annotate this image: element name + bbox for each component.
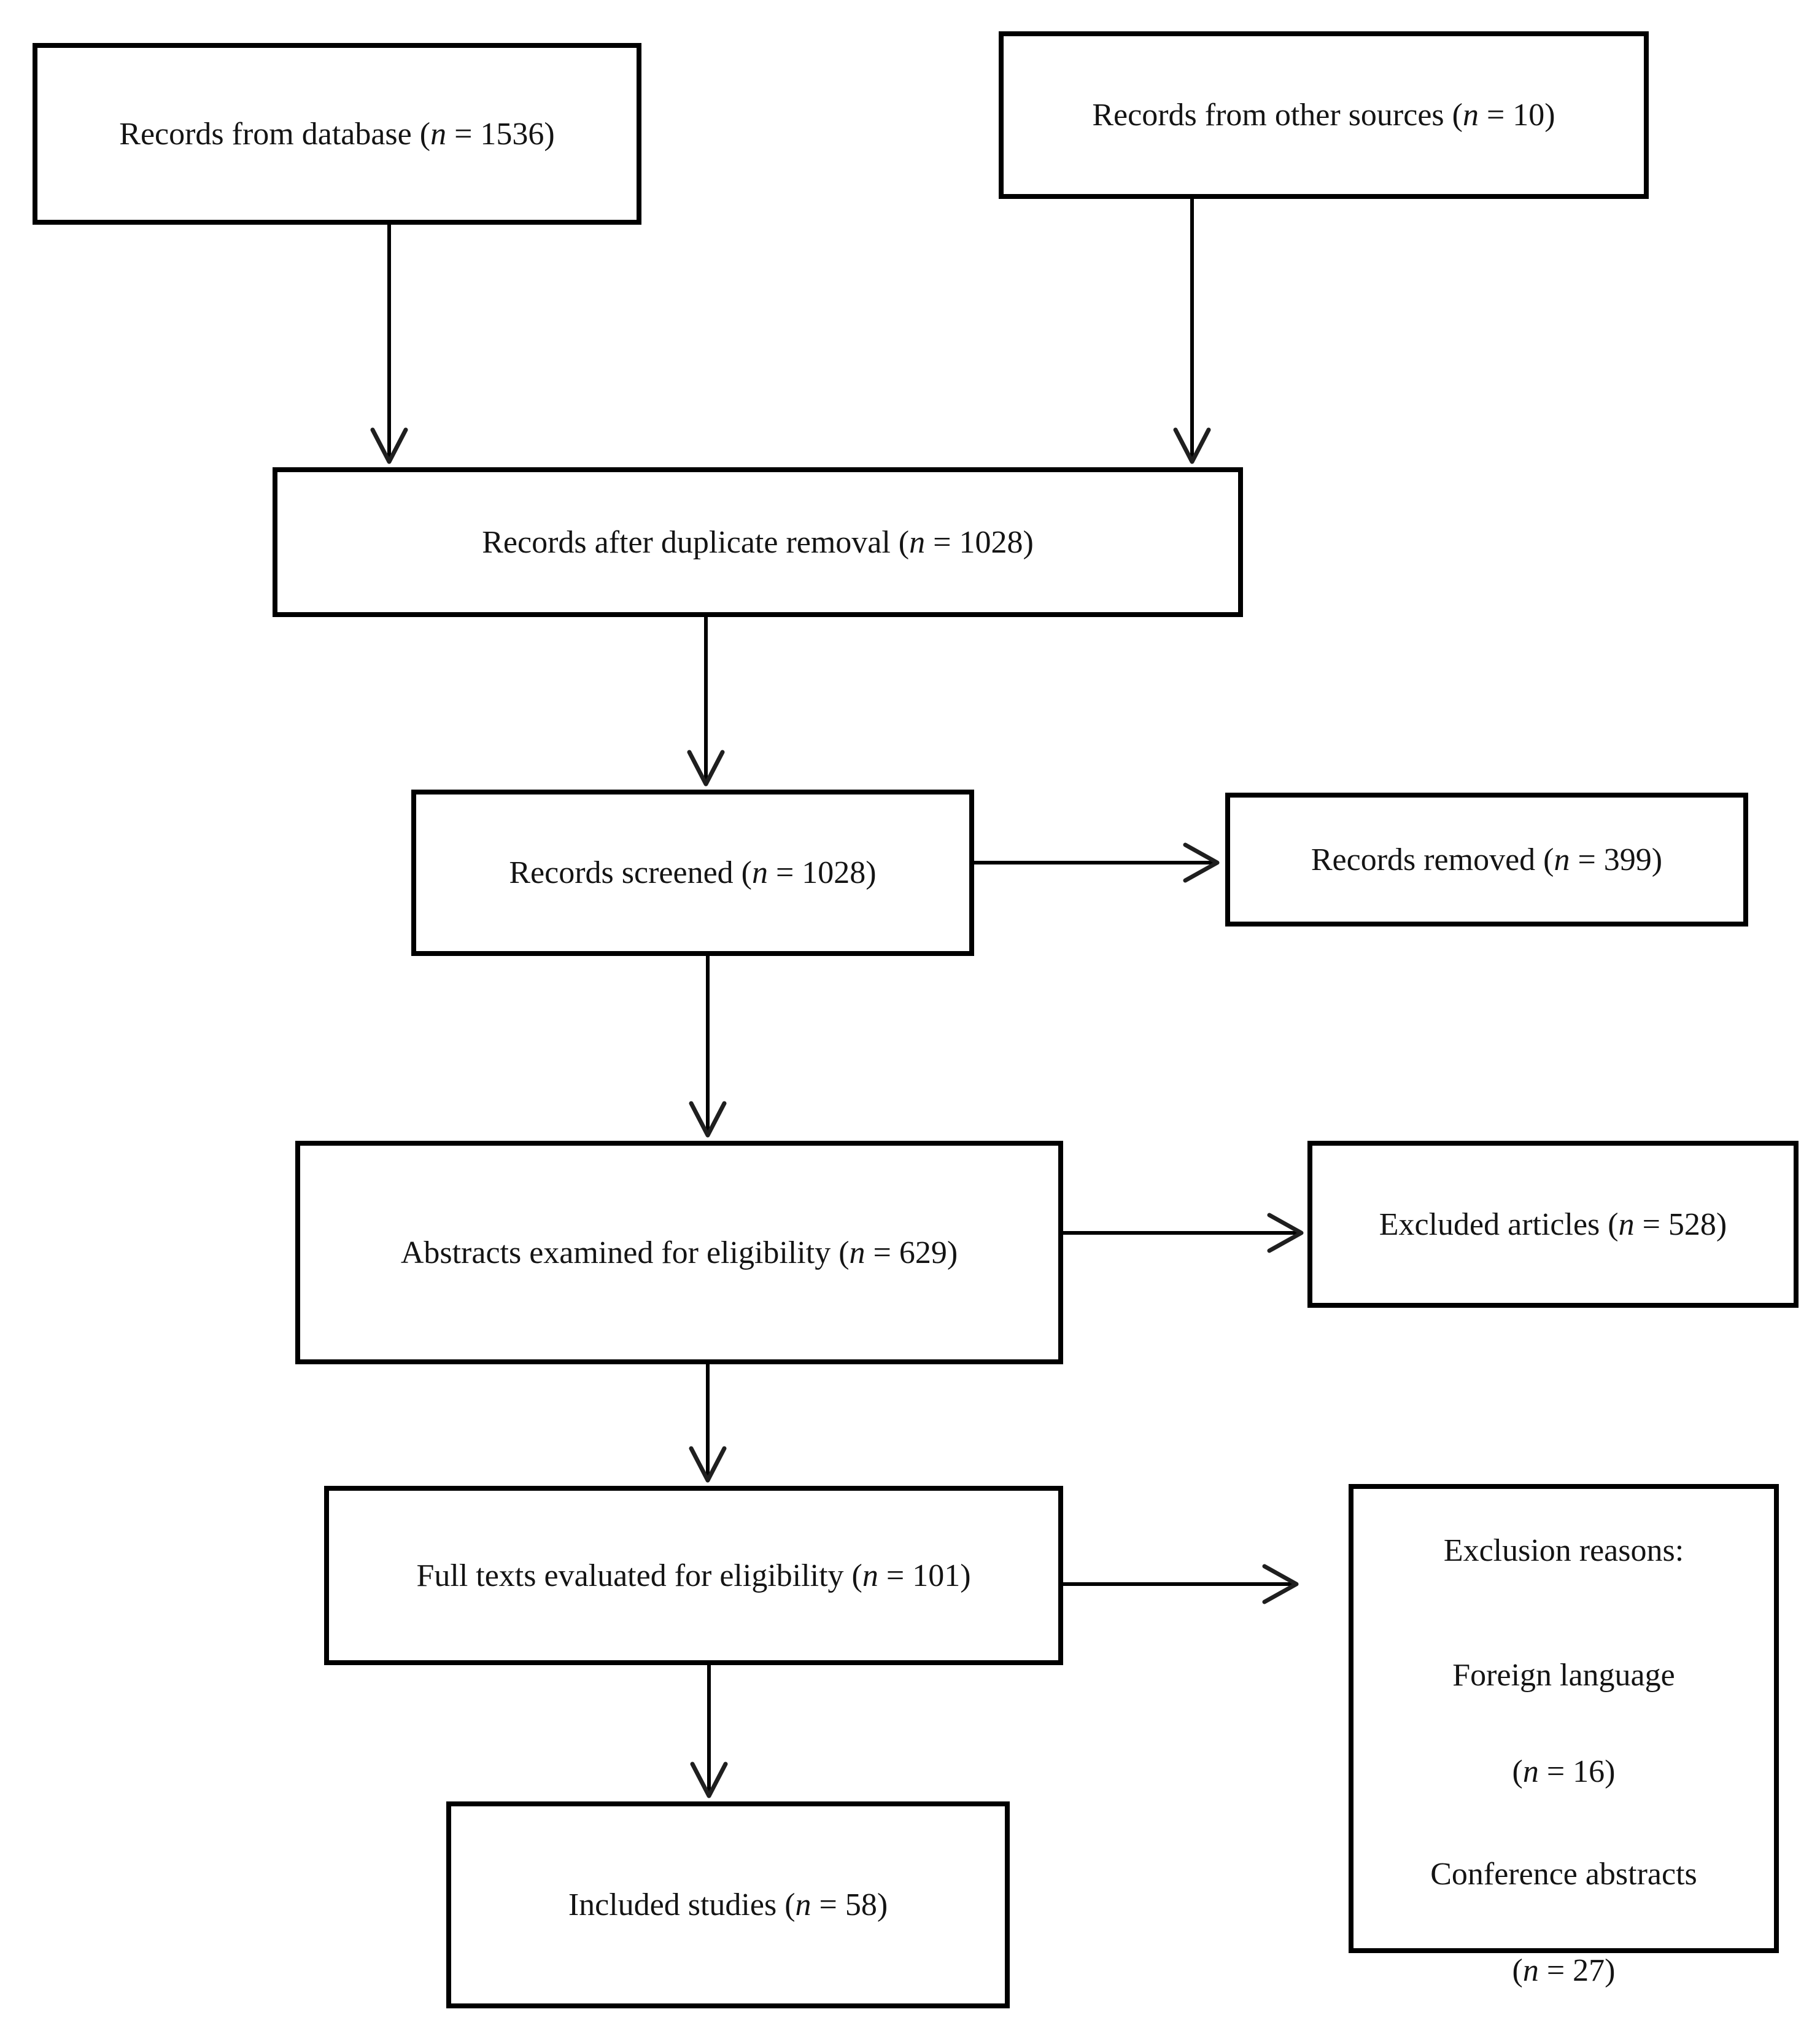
box-full-texts-evaluated-for-eligibility: Full texts evaluated for eligibility (n …: [324, 1486, 1063, 1665]
label-prefix: Included studies (: [568, 1887, 796, 1922]
label-prefix: Records screened (: [509, 855, 752, 890]
box-records-screened: Records screened (n = 1028): [411, 790, 974, 956]
arrow-abstracts-examined-to-excluded-articles: [1061, 1213, 1304, 1253]
box-included-studies: Included studies (n = 58): [446, 1801, 1010, 2008]
arrow-records-screened-to-records-removed: [972, 842, 1220, 883]
label-suffix: = 10): [1478, 98, 1555, 133]
n-symbol: n: [909, 524, 926, 560]
arrow-abstracts-examined-to-full-texts: [689, 1362, 727, 1483]
label-suffix: = 16): [1538, 1754, 1616, 1789]
label-prefix: Records from database (: [119, 116, 431, 152]
box-excluded-articles: Excluded articles (n = 528): [1307, 1141, 1799, 1308]
box-label: Records after duplicate removal (n = 102…: [482, 523, 1034, 562]
n-symbol: n: [751, 855, 768, 890]
label-suffix: = 399): [1570, 842, 1663, 877]
box-records-from-other-sources: Records from other sources (n = 10): [999, 31, 1649, 199]
label-suffix: = 58): [811, 1887, 888, 1922]
box-label: Abstracts examined for eligibility (n = …: [401, 1233, 958, 1273]
box-abstracts-examined-for-eligibility: Abstracts examined for eligibility (n = …: [295, 1141, 1063, 1364]
exclusion-reason-item: Foreign language (n = 16): [1452, 1655, 1675, 1792]
n-symbol: n: [1554, 842, 1570, 877]
box-label: Records from database (n = 1536): [119, 114, 554, 154]
reason-count: (n = 16): [1512, 1752, 1616, 1792]
arrow-other-sources-to-duplicate-removal: [1173, 196, 1211, 464]
box-exclusion-reasons: Exclusion reasons: Foreign language (n =…: [1349, 1484, 1779, 1988]
label-suffix: = 1028): [767, 855, 877, 890]
label-prefix: Records after duplicate removal (: [482, 524, 910, 560]
label-prefix: (: [1512, 1754, 1523, 1789]
n-symbol: n: [862, 1558, 878, 1593]
box-records-from-database: Records from database (n = 1536): [33, 43, 641, 225]
label-suffix: = 528): [1634, 1206, 1727, 1242]
label-prefix: Full texts evaluated for eligibility (: [416, 1558, 862, 1593]
label-suffix: = 1536): [446, 116, 555, 152]
n-symbol: n: [430, 116, 447, 152]
label-suffix: = 27): [1538, 1953, 1616, 1988]
arrow-records-screened-to-abstracts-examined: [689, 954, 727, 1138]
label-suffix: = 101): [878, 1558, 971, 1593]
label-suffix: = 629): [865, 1235, 958, 1270]
n-symbol: n: [1522, 1754, 1539, 1789]
n-symbol: n: [1522, 1953, 1539, 1988]
exclusion-reasons-title: Exclusion reasons:: [1443, 1533, 1684, 1568]
n-symbol: n: [1618, 1206, 1635, 1242]
box-records-removed: Records removed (n = 399): [1225, 793, 1748, 927]
label-prefix: Excluded articles (: [1379, 1206, 1619, 1242]
n-symbol: n: [849, 1235, 865, 1270]
label-prefix: (: [1512, 1953, 1523, 1988]
arrow-records-database-to-duplicate-removal: [370, 222, 408, 464]
arrow-full-texts-to-exclusion-reasons: [1061, 1564, 1299, 1604]
arrow-duplicate-removal-to-records-screened: [687, 615, 725, 787]
label-prefix: Abstracts examined for eligibility (: [400, 1235, 850, 1270]
box-label: Excluded articles (n = 528): [1379, 1205, 1727, 1245]
box-records-after-duplicate-removal: Records after duplicate removal (n = 102…: [273, 467, 1243, 617]
box-label: Records removed (n = 399): [1311, 840, 1662, 880]
label-prefix: Records removed (: [1311, 842, 1554, 877]
reason-count: (n = 27): [1512, 1951, 1616, 1991]
label-prefix: Records from other sources (: [1092, 98, 1463, 133]
reason-label: Foreign language: [1452, 1658, 1675, 1693]
exclusion-reason-item: Conference abstracts (n = 27): [1430, 1854, 1697, 1991]
n-symbol: n: [1462, 98, 1479, 133]
box-label: Full texts evaluated for eligibility (n …: [416, 1556, 970, 1596]
box-label: Records from other sources (n = 10): [1092, 95, 1555, 135]
n-symbol: n: [795, 1887, 811, 1922]
arrow-full-texts-to-included-studies: [690, 1663, 728, 1798]
box-label: Included studies (n = 58): [568, 1885, 888, 1925]
box-label: Records screened (n = 1028): [509, 853, 876, 893]
reason-label: Conference abstracts: [1430, 1857, 1697, 1892]
label-suffix: = 1028): [925, 524, 1034, 560]
